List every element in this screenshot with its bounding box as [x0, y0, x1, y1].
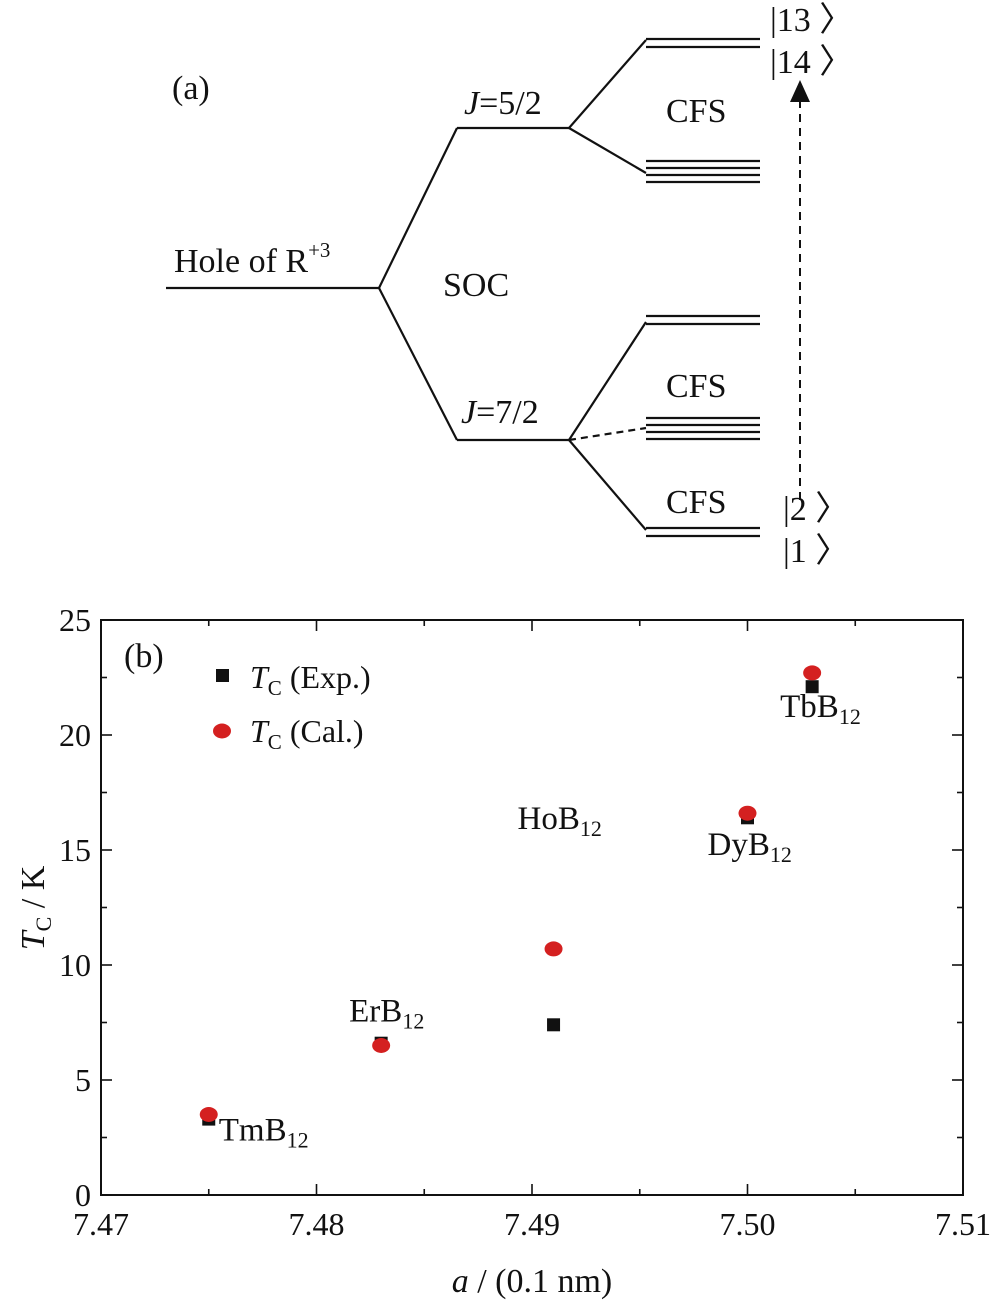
- j72-label: J=7/2: [461, 394, 539, 431]
- panel-a-label: (a): [172, 70, 210, 107]
- compound-label: TbB12: [780, 689, 861, 729]
- y-axis: 0 5 10 15 20 25: [59, 602, 963, 1213]
- y-tick-label: 15: [59, 832, 91, 868]
- soc-line-down: [378, 287, 458, 441]
- cfs-lower-line-down: [568, 439, 647, 531]
- state-label-1: |1 〉: [783, 533, 849, 570]
- y-tick-label: 0: [75, 1177, 91, 1213]
- soc-label: SOC: [443, 267, 509, 304]
- data-marks: [199, 665, 822, 1126]
- y-axis-title: TC / K: [15, 865, 56, 950]
- compound-label: DyB12: [708, 827, 792, 867]
- state-label-13: |13 〉: [770, 2, 853, 39]
- cal-point: [372, 1038, 391, 1053]
- cfs-lower-line-up: [568, 321, 647, 441]
- x-tick-label: 7.49: [504, 1206, 560, 1242]
- cal-point: [544, 941, 563, 957]
- soc-line-up: [378, 127, 458, 289]
- cfs-lower-line-mid: [568, 426, 647, 442]
- cal-point: [803, 665, 822, 681]
- compound-label: HoB12: [518, 801, 602, 841]
- exp-point: [547, 1018, 561, 1032]
- exp-point: [805, 680, 819, 694]
- y-tick-label: 25: [59, 602, 91, 638]
- legend-exp-marker: [216, 669, 229, 682]
- lower-top-level-group: [646, 314, 760, 326]
- x-tick-label: 7.51: [935, 1206, 991, 1242]
- compound-label: ErB12: [349, 994, 424, 1034]
- state-label-2: |2 〉: [783, 491, 849, 528]
- lower-bottom-level-group: [646, 526, 760, 538]
- cfs-label-lower: CFS: [666, 484, 727, 521]
- j52-label: J=5/2: [464, 85, 542, 122]
- base-level-label: Hole of R+3: [174, 238, 330, 280]
- y-tick-label: 20: [59, 717, 91, 753]
- x-axis: 7.47 7.48 7.49 7.50 7.51: [73, 620, 991, 1242]
- cal-point: [738, 805, 757, 821]
- legend: TC (Exp.) TC (Cal.): [213, 659, 371, 754]
- y-tick-label: 10: [59, 947, 91, 983]
- panel-a-energy-diagram: (a): [166, 2, 853, 570]
- legend-exp-label: TC (Exp.): [250, 659, 371, 700]
- panel-b-chart: 7.47 7.48 7.49 7.50 7.51 0 5 10 15 20 25 TmB12 ErB…: [15, 602, 991, 1300]
- y-tick-label: 5: [75, 1062, 91, 1098]
- compound-label: TmB12: [219, 1113, 309, 1153]
- cal-point: [199, 1107, 218, 1122]
- cfs-label-upper: CFS: [666, 93, 727, 130]
- x-tick-label: 7.47: [73, 1206, 129, 1242]
- upper-top-level-group: [646, 37, 760, 49]
- upper-bottom-level-group: [646, 159, 760, 184]
- legend-cal-label: TC (Cal.): [250, 713, 364, 754]
- transition-arrow-head: [790, 80, 810, 102]
- lower-mid-level-group: [646, 416, 760, 441]
- cfs-upper-line-up: [568, 39, 647, 129]
- legend-cal-marker: [213, 723, 231, 739]
- state-label-14: |14 〉: [770, 44, 853, 81]
- cfs-label-middle: CFS: [666, 368, 727, 405]
- cfs-upper-line-down: [568, 127, 647, 174]
- x-tick-label: 7.48: [289, 1206, 345, 1242]
- x-axis-title: a / (0.1 nm): [452, 1263, 613, 1300]
- x-tick-label: 7.50: [720, 1206, 776, 1242]
- panel-b-label: (b): [124, 638, 164, 675]
